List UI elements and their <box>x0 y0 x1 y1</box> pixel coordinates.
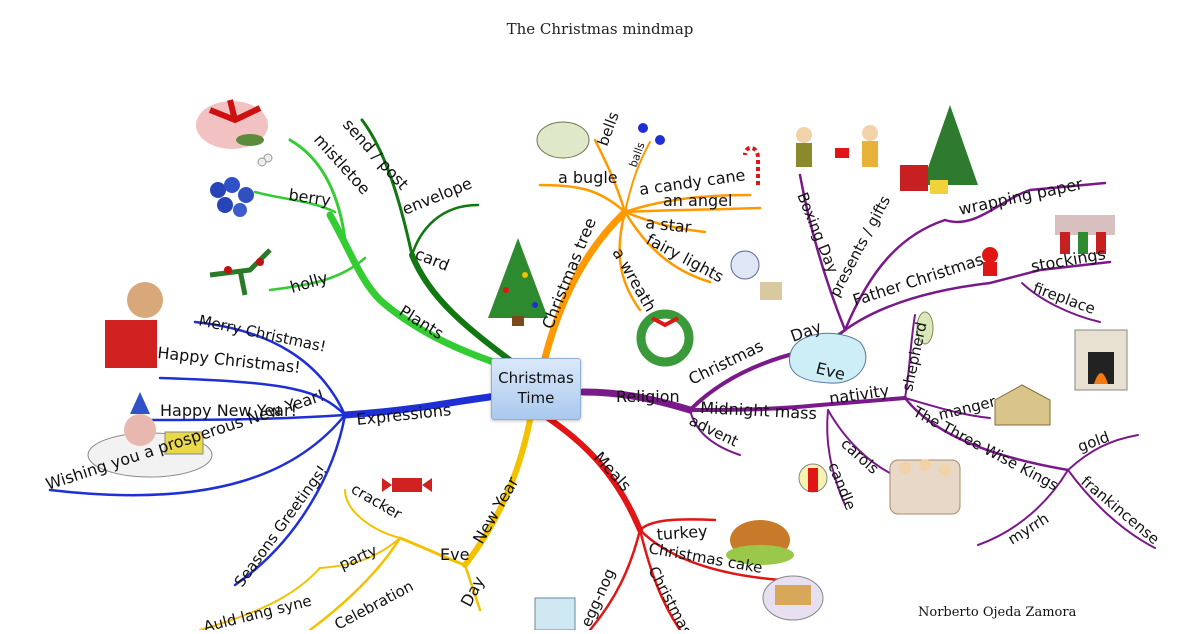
central-node-line1: Christmas <box>498 369 574 387</box>
candle-label: candle <box>824 460 859 513</box>
star-label: a star <box>645 213 693 237</box>
meals-branch-lines <box>545 415 782 632</box>
bells-label: bells <box>594 109 623 148</box>
turkey-illustration <box>726 520 794 565</box>
expressions-branch-lines <box>48 320 509 587</box>
plants-branch-lines <box>253 138 516 372</box>
cracker-illustration <box>382 478 432 492</box>
eve-bubble <box>788 332 867 384</box>
auld-lang-syne-label: Auld lang syne <box>202 592 314 630</box>
candy-cane-illustration <box>743 145 760 185</box>
cake-illustration <box>762 575 824 621</box>
religion-branch-lines <box>579 173 1156 549</box>
card-branch-lines <box>360 118 518 367</box>
happy-new-year-label: Happy New Year! <box>160 401 297 420</box>
glasses-illustration <box>534 597 576 631</box>
carolers-illustration <box>889 459 961 515</box>
day-ny-label: Day <box>457 573 489 610</box>
meals-label: Meals <box>590 448 635 495</box>
fairy-lights-illustration <box>730 250 782 300</box>
author-credit: Norberto Ojeda Zamora <box>918 605 1077 620</box>
fairy-lights-label: fairy lights <box>643 230 727 287</box>
tree-illustration <box>488 238 548 326</box>
wreath-label: a wreath <box>609 245 661 315</box>
expressions-label: Expressions <box>355 400 452 429</box>
stockings-illustration <box>1055 215 1115 254</box>
party-label: party <box>336 541 380 574</box>
religion-label: Religion <box>616 387 680 406</box>
midnight-mass-label: Midnight mass <box>700 398 818 423</box>
page-title: The Christmas mindmap <box>506 20 694 38</box>
frankincense-label: frankincense <box>1077 472 1163 548</box>
dog-in-box-illustration <box>105 282 163 368</box>
new-year-label: New Year <box>469 473 523 547</box>
newyear-branch-lines <box>199 417 533 632</box>
turkey-label: turkey <box>656 521 708 544</box>
christmas-pudding-label: Christmas <box>644 563 695 630</box>
nativity-label: nativity <box>828 381 890 408</box>
bugle-label: a bugle <box>558 168 618 187</box>
shepherd-label: shepherd <box>898 320 930 392</box>
plants-labels: Plants mistletoe berry holly <box>287 130 447 343</box>
candle-illustration <box>798 463 828 493</box>
happy-christmas-label: Happy Christmas! <box>157 343 302 377</box>
central-node: Christmas Time <box>491 358 581 420</box>
tree-branch-lines <box>538 138 762 362</box>
gift-giving-illustration <box>796 125 878 167</box>
boxing-day-label: Boxing Day <box>793 190 842 276</box>
mistletoe-illustration <box>196 99 273 167</box>
fireplace-illustration <box>1074 329 1128 391</box>
xmas-tree-presents-illustration <box>900 105 978 194</box>
santa-illustration <box>982 247 998 276</box>
blueberry-illustration <box>210 177 254 217</box>
shepherd-illustration <box>916 311 934 345</box>
holly-label: holly <box>288 268 330 297</box>
angel-label: an angel <box>663 191 732 210</box>
berry-label: berry <box>287 185 332 210</box>
fireplace-label: fireplace <box>1031 279 1098 318</box>
bells-illustration <box>536 121 665 159</box>
party-pig-illustration <box>87 392 213 478</box>
christmas-tree-label: Christmas tree <box>538 215 600 331</box>
central-node-line2: Time <box>517 389 555 407</box>
holly-illustration <box>209 248 272 296</box>
wreath-illustration <box>636 309 694 367</box>
nativity-illustration <box>994 384 1051 426</box>
eve-ny-label: Eve <box>440 545 469 564</box>
